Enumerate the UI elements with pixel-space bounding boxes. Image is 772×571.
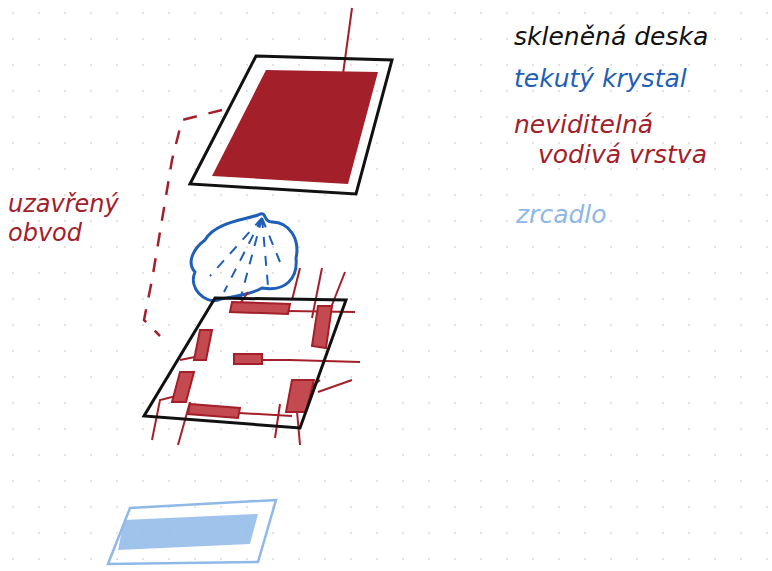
note-label: uzavřený obvod: [8, 190, 138, 248]
legend-swatch: skleněná deska: [514, 22, 764, 52]
mirror: [108, 500, 276, 564]
legend-text: neviditelná vodivá vrstva: [514, 110, 728, 170]
legend-text: zrcadlo: [516, 200, 766, 230]
legend-swatch: tekutý krystal: [514, 64, 764, 94]
mirror-fill: [118, 514, 258, 550]
legend-swatch: zrcadlo: [516, 200, 766, 230]
glass-plate: [144, 298, 346, 428]
electrodes: [172, 302, 332, 418]
legend-text: skleněná deska: [514, 22, 764, 52]
liquid-crystal: [191, 214, 297, 301]
crystal-hatching: [210, 218, 280, 300]
legend-text: tekutý krystal: [514, 64, 764, 94]
circuit-line: [144, 110, 222, 336]
glass-plate: [190, 56, 392, 194]
legend-swatch: neviditelná vodivá vrstva: [514, 110, 764, 170]
conductive-layer: [212, 70, 378, 184]
